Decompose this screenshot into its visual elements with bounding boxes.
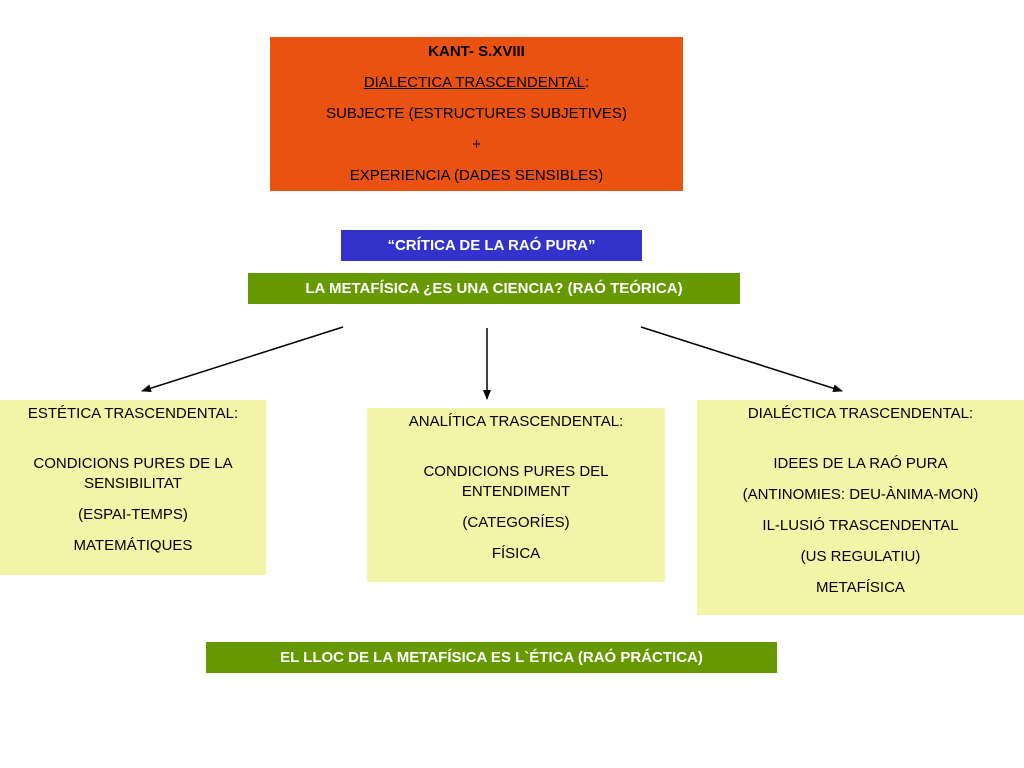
arrow-right xyxy=(640,326,843,393)
analitica-heading: ANALÍTICA TRASCENDENTAL: xyxy=(408,413,624,430)
dialectica-colon: : xyxy=(585,74,590,91)
estetica-line-1: CONDICIONS PURES DE LA SENSIBILITAT xyxy=(33,455,233,492)
estetica-line-2: (ESPAI-TEMPS) xyxy=(78,506,188,523)
analitica-line-1: CONDICIONS PURES DEL ENTENDIMENT xyxy=(423,463,609,500)
estetica-line-3: MATEMÁTIQUES xyxy=(73,537,193,554)
subjecte-line: SUBJECTE (ESTRUCTURES SUBJETIVES) xyxy=(326,105,627,122)
dialectica-heading: DIALÉCTICA TRASCENDENTAL: xyxy=(747,405,974,422)
metafisica-question-box: LA METAFÍSICA ¿ES UNA CIENCIA? (RAÓ TEÓR… xyxy=(248,273,740,304)
kant-title: KANT- S.XVIII xyxy=(428,43,525,60)
dialectica-box: DIALÉCTICA TRASCENDENTAL: IDEES DE LA RA… xyxy=(697,400,1024,615)
estetica-box: ESTÉTICA TRASCENDENTAL: CONDICIONS PURES… xyxy=(0,400,266,575)
kant-header-box: KANT- S.XVIII DIALECTICA TRASCENDENTAL: … xyxy=(270,37,683,191)
dialectica-line-2: (ANTINOMIES: DEU-ÀNIMA-MON) xyxy=(742,486,979,503)
analitica-line-2: (CATEGORÍES) xyxy=(462,514,570,531)
arrow-left xyxy=(141,326,344,393)
analitica-box: ANALÍTICA TRASCENDENTAL: CONDICIONS PURE… xyxy=(367,408,665,582)
analitica-line-3: FÍSICA xyxy=(491,545,541,562)
plus-sign: + xyxy=(472,136,481,153)
dialectica-line-1: IDEES DE LA RAÓ PURA xyxy=(773,455,948,472)
dialectica-line-4: (US REGULATIU) xyxy=(800,548,921,565)
etica-box: EL LLOC DE LA METAFÍSICA ES L`ÉTICA (RAÓ… xyxy=(206,642,777,673)
dialectica-line-5: METAFÍSICA xyxy=(816,579,905,596)
dialectica-line-3: IL-LUSIÓ TRASCENDENTAL xyxy=(762,517,959,534)
estetica-heading: ESTÉTICA TRASCENDENTAL: xyxy=(27,405,239,422)
dialectica-label: DIALECTICA TRASCENDENTAL xyxy=(363,74,585,91)
experiencia-line: EXPERIENCIA (DADES SENSIBLES) xyxy=(349,167,604,184)
critica-box: “CRÍTICA DE LA RAÓ PURA” xyxy=(341,230,642,261)
dialectica-line: DIALECTICA TRASCENDENTAL: xyxy=(270,73,683,93)
